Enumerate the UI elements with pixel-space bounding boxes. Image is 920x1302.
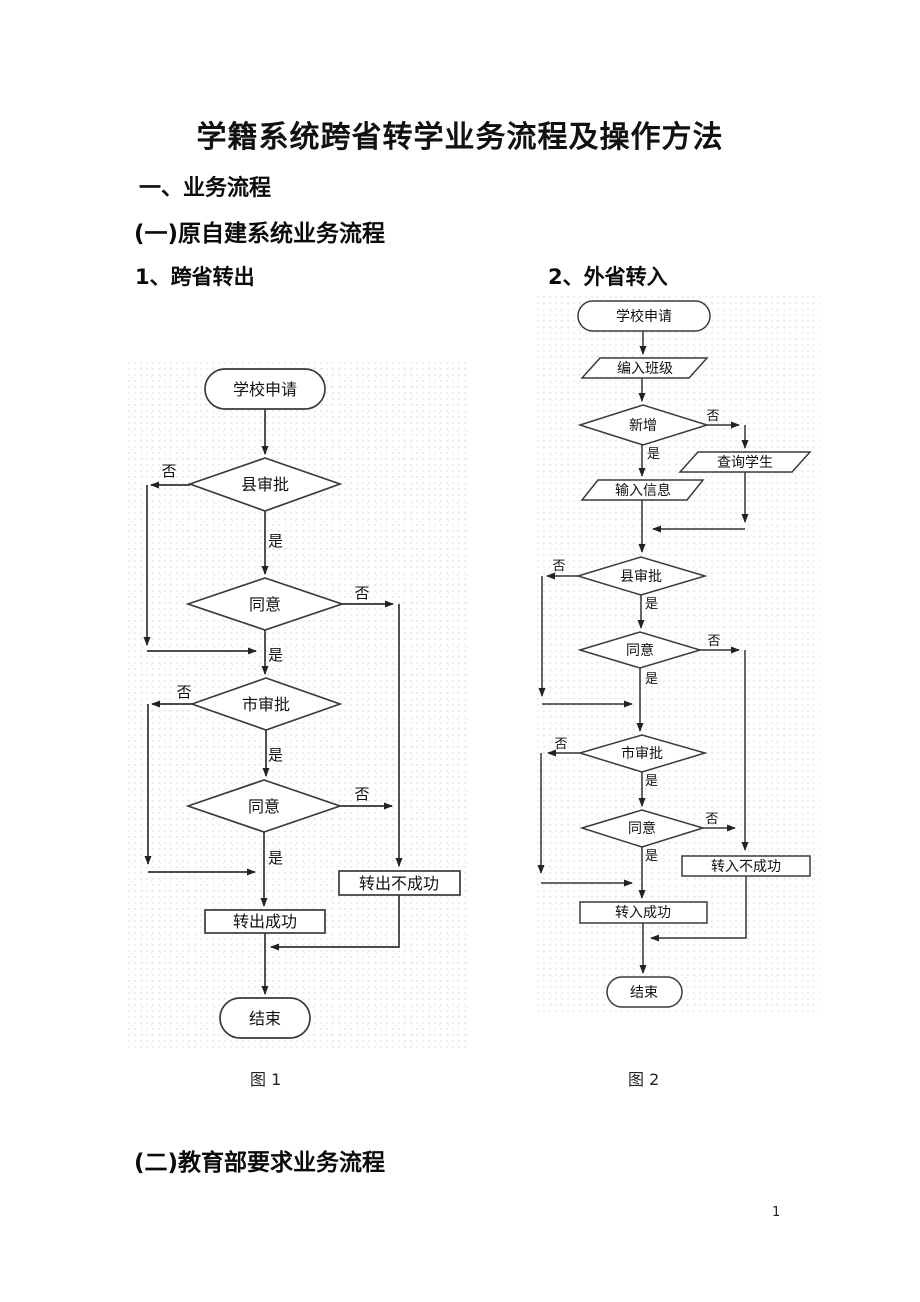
fc1-county-agree-decision <box>185 577 345 631</box>
fc2-city-label: 市审批 <box>621 745 663 762</box>
fc2-assign-class-io <box>580 357 709 379</box>
fc2-new-label: 新增 <box>629 418 657 434</box>
fc1-success-process <box>204 909 326 934</box>
fc1-county-no-label: 否 <box>161 462 176 480</box>
fc2-county-no-label: 否 <box>552 559 565 574</box>
fc1-county-review-decision <box>187 457 343 512</box>
fc1-city-review-decision <box>189 677 343 731</box>
fc2-city-yes-label: 是 <box>645 774 658 789</box>
figure2-flowchart: 学校申请 编入班级 新增 查询学生 输入信息 县审批 同意 市审批 同意 转入不… <box>535 294 820 1012</box>
fc1-agree2-no-label: 否 <box>354 785 369 803</box>
fc2-fail-label: 转入不成功 <box>711 859 781 875</box>
fc2-new-check-decision <box>577 404 710 446</box>
fc2-query-student-io <box>678 451 812 473</box>
fc1-end-terminator <box>219 997 311 1039</box>
fc2-assign-label: 编入班级 <box>617 361 673 377</box>
fc1-agree1-no-label: 否 <box>354 584 369 602</box>
figure2-heading: 2、外省转入 <box>548 265 668 289</box>
fc2-connector-fail-to-main <box>650 876 747 942</box>
figure2-caption: 图 2 <box>628 1070 660 1089</box>
fc2-start-label: 学校申请 <box>616 308 672 325</box>
section-heading-original-system: (一)原自建系统业务流程 <box>134 221 386 247</box>
figure1-flowchart: 学校申请 县审批 同意 市审批 同意 转出不成功 转出成功 结束 否 是 否 是… <box>126 360 470 1050</box>
fc2-city-review-decision <box>577 734 708 773</box>
fc2-city-no-label: 否 <box>554 737 567 752</box>
fc1-agree1-label: 同意 <box>249 595 281 614</box>
section-heading-business-process: 一、业务流程 <box>139 176 272 201</box>
fc2-success-process <box>579 901 708 924</box>
fc1-fail-label: 转出不成功 <box>359 874 439 893</box>
fc2-start-terminator <box>577 300 711 332</box>
fc1-city-label: 市审批 <box>242 695 290 714</box>
fc1-start-label: 学校申请 <box>233 380 297 399</box>
fc2-new-yes-label: 是 <box>647 447 660 462</box>
fc1-connector-fail-to-main <box>270 895 400 951</box>
figure1-caption: 图 1 <box>250 1070 282 1089</box>
fc1-success-label: 转出成功 <box>233 912 297 931</box>
fc2-query-label: 查询学生 <box>717 455 773 471</box>
fc1-agree1-yes-label: 是 <box>268 646 283 664</box>
figure1-heading: 1、跨省转出 <box>135 265 255 289</box>
fc2-city-agree-decision <box>579 809 706 848</box>
fc1-end-label: 结束 <box>249 1009 281 1028</box>
fc2-agree1-yes-label: 是 <box>645 672 658 687</box>
fc2-success-label: 转入成功 <box>615 905 671 921</box>
fc1-city-no-label: 否 <box>176 683 191 701</box>
fc2-county-review-decision <box>575 556 708 596</box>
fc2-agree1-no-label: 否 <box>707 634 720 649</box>
fc2-agree2-no-label: 否 <box>705 812 718 827</box>
fc2-new-no-label: 否 <box>706 409 719 424</box>
fc2-agree2-label: 同意 <box>628 820 656 837</box>
fc2-fail-process <box>681 855 811 877</box>
fc2-county-agree-decision <box>577 631 703 669</box>
fc1-city-yes-label: 是 <box>268 746 283 764</box>
section-heading-moe-process: (二)教育部要求业务流程 <box>134 1150 386 1176</box>
document-title: 学籍系统跨省转学业务流程及操作方法 <box>196 120 724 155</box>
fc1-agree2-label: 同意 <box>248 797 280 816</box>
fc2-county-label: 县审批 <box>620 569 662 585</box>
fc2-end-label: 结束 <box>630 985 658 1001</box>
fc2-input-label: 输入信息 <box>615 482 671 499</box>
fc2-county-yes-label: 是 <box>645 597 658 612</box>
fc1-start-terminator <box>204 368 326 410</box>
fc1-city-agree-decision <box>185 779 343 833</box>
fc1-agree2-yes-label: 是 <box>268 849 283 867</box>
fc2-agree2-yes-label: 是 <box>645 849 658 864</box>
fc2-input-info-io <box>580 479 705 501</box>
fc1-county-yes-label: 是 <box>268 532 283 550</box>
fc2-end-terminator <box>606 976 683 1008</box>
fc1-fail-process <box>338 870 461 896</box>
fc2-agree1-label: 同意 <box>626 642 654 659</box>
fc1-county-label: 县审批 <box>241 475 289 494</box>
page-number: 1 <box>772 1205 781 1220</box>
